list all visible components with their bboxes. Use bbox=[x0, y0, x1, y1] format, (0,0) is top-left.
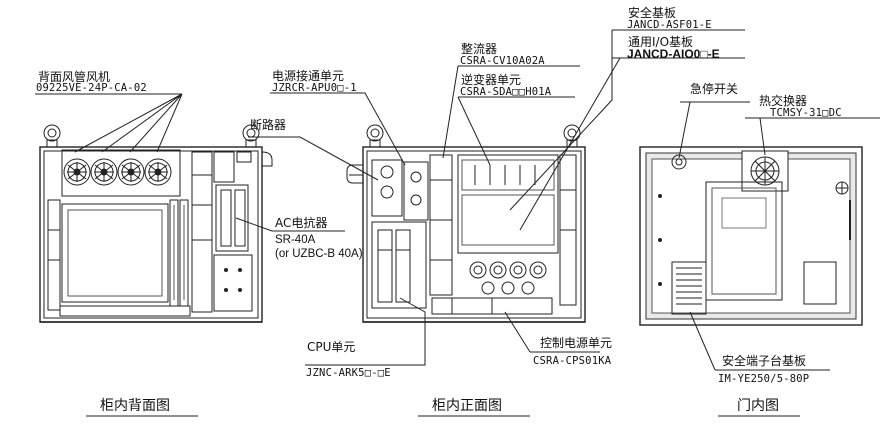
ctrl-power-title: 控制电源单元 bbox=[540, 336, 613, 350]
cpu-code: JZNC-ARK5□-□E bbox=[306, 367, 391, 379]
heat-exchanger-title: 热交换器 bbox=[759, 94, 808, 108]
power-conn-title: 电源接通单元 bbox=[272, 69, 345, 83]
rectifier-code: CSRA-CV10A02A bbox=[460, 55, 545, 67]
fan-2 bbox=[90, 158, 118, 186]
fan-1 bbox=[63, 158, 91, 186]
back-cabinet bbox=[39, 124, 273, 323]
ac-reactor-alt: (or UZBC-B 40A) bbox=[275, 248, 363, 260]
front-cabinet bbox=[346, 124, 586, 323]
power-conn-code: JZRCR-APU0□-1 bbox=[272, 82, 357, 94]
ac-reactor-title: AC电抗器 bbox=[275, 216, 328, 230]
inverter-title: 逆变器单元 bbox=[461, 73, 522, 87]
fan-3 bbox=[117, 158, 145, 186]
safety-terminal-title: 安全端子台基板 bbox=[722, 354, 807, 368]
heat-exchanger-code: TCMSY-31□DC bbox=[770, 107, 842, 119]
capacitor-row bbox=[469, 261, 547, 295]
io-board-code: JANCD-AIO0□-E bbox=[627, 47, 720, 61]
safety-terminal-code: IM-YE250/5-80P bbox=[718, 373, 810, 385]
caption-door: 门内图 bbox=[737, 398, 779, 414]
inverter-code: CSRA-SDA□□H01A bbox=[460, 86, 552, 98]
safety-board-code: JANCD-ASF01-E bbox=[627, 19, 712, 31]
back-fan-title: 背面风管风机 bbox=[38, 70, 111, 84]
ctrl-power-code: CSRA-CPS01KA bbox=[533, 355, 612, 367]
cpu-title: CPU单元 bbox=[307, 340, 356, 354]
rectifier-title: 整流器 bbox=[461, 42, 498, 56]
ac-reactor-code: SR-40A bbox=[275, 234, 316, 246]
caption-back: 柜内背面图 bbox=[100, 398, 170, 414]
caption-front: 柜内正面图 bbox=[432, 398, 502, 414]
fan-4 bbox=[144, 158, 172, 186]
breaker-title: 断路器 bbox=[250, 118, 287, 132]
estop-title: 急停开关 bbox=[690, 82, 739, 96]
safety-board-title: 安全基板 bbox=[628, 6, 677, 20]
back-fan-code: 09225VE-24P-CA-02 bbox=[36, 82, 147, 94]
door-panel bbox=[639, 146, 863, 326]
io-board-title: 通用I/O基板 bbox=[628, 35, 694, 49]
